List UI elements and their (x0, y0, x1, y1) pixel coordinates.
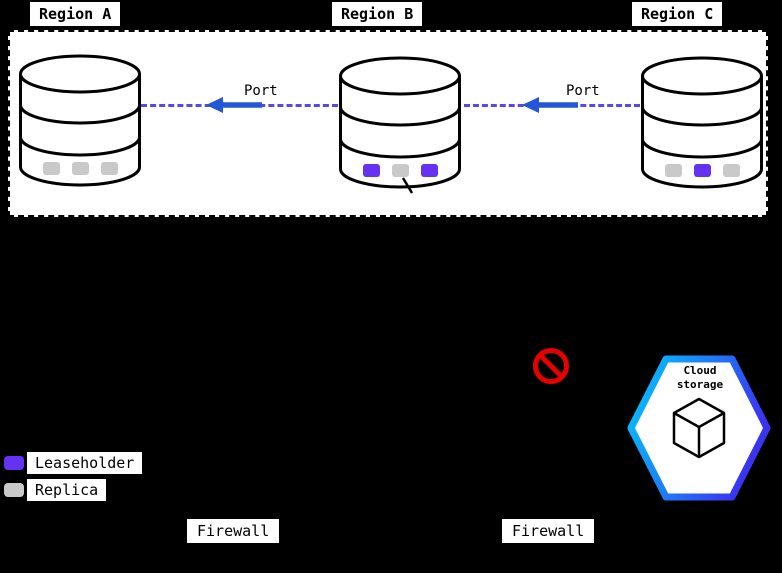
arrow-left-bc-icon (522, 97, 578, 113)
firewall-label-2: Firewall (502, 519, 595, 543)
annotation-tick (401, 177, 414, 194)
region-c-label: Region C (632, 2, 723, 26)
cube-icon (672, 397, 726, 459)
region-b-label: Region B (332, 2, 423, 26)
replica-marker (664, 164, 682, 177)
leaseholder-swatch (4, 456, 24, 470)
legend-leaseholder-label: Leaseholder (27, 452, 143, 474)
replica-marker (391, 164, 409, 177)
port-label-ab: Port (236, 81, 286, 102)
no-entry-icon (533, 348, 569, 384)
leaseholder-marker (420, 164, 438, 177)
region-a-label: Region A (30, 2, 121, 26)
legend-replica-label: Replica (27, 479, 107, 501)
port-label-bc: Port (558, 81, 608, 102)
replica-marker (42, 162, 60, 175)
database-cylinder-icon (641, 56, 763, 189)
replica-swatch (4, 483, 24, 497)
cloud-storage-label: Cloud storage (676, 364, 724, 392)
leaseholder-marker (362, 164, 380, 177)
firewall-label-1: Firewall (187, 519, 280, 543)
database-cylinder-icon (19, 54, 141, 187)
database-region-c (640, 55, 764, 193)
replica-slots-region-c (640, 164, 764, 177)
replica-slots-region-b (338, 164, 462, 177)
database-cylinder-icon (339, 56, 461, 189)
replica-marker (100, 162, 118, 175)
replica-marker (722, 164, 740, 177)
replica-marker (71, 162, 89, 175)
replica-slots-region-a (18, 162, 142, 175)
database-region-a (18, 53, 142, 191)
arrow-left-ab-icon (206, 97, 262, 113)
database-region-b (338, 55, 462, 193)
leaseholder-marker (693, 164, 711, 177)
